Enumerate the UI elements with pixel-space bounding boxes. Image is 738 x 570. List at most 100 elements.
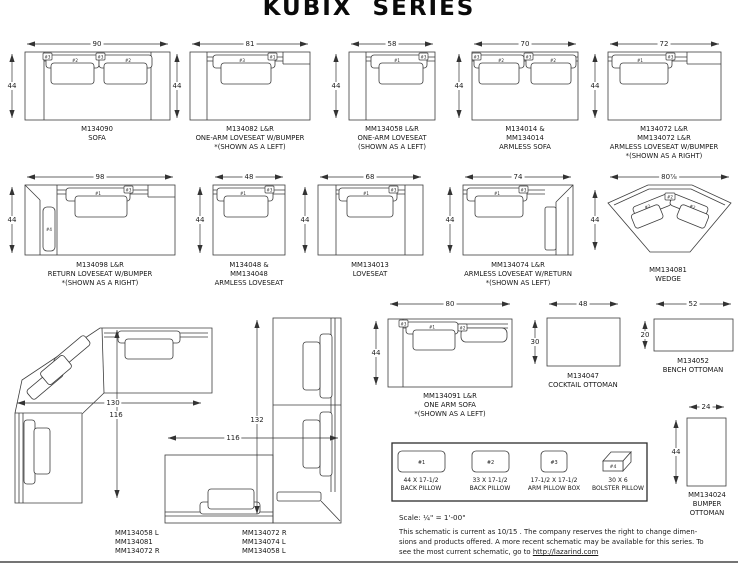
loveseat-68-drawing: #3 #1	[302, 174, 424, 256]
pillow-tag: #1	[270, 55, 276, 60]
legend-tag-4: #4	[610, 464, 617, 470]
sectional-b-width-dim: 116	[224, 434, 242, 442]
legend-name: ARM PILLOW BOX	[527, 485, 581, 492]
bumper-depth-dim: 44	[669, 448, 683, 456]
caption-line: ARMLESS LOVESEAT	[214, 279, 284, 287]
disclaimer-line-3-text: see the most current schematic, go to	[399, 548, 533, 556]
legend-tag-3: #3	[550, 460, 557, 466]
caption-line: MM134074 L&R	[491, 261, 545, 269]
lazarind-link[interactable]: http://lazarind.com	[532, 548, 599, 556]
pillow-tag: #1	[95, 191, 101, 196]
pillow-tag: #2	[498, 58, 504, 63]
cocktail-depth-dim: 30	[528, 338, 542, 346]
pillow-tag: #3	[391, 188, 397, 193]
loveseat-74-width-dim: 74	[511, 173, 525, 181]
bumper-width-dim: 24	[699, 403, 713, 411]
legend-item-2-caption: 33 X 17-1/2 BACK PILLOW	[470, 477, 511, 493]
loveseat-81-width-dim: 81	[243, 40, 257, 48]
loveseat-68-depth-dim: 44	[298, 216, 312, 224]
loveseat-81-caption: M134082 L&R ONE-ARM LOVESEAT W/BUMPER *(…	[196, 125, 305, 152]
sofa-70-caption: M134014 & MM134014 ARMLESS SOFA	[499, 125, 551, 152]
pillow-tag: #1	[429, 325, 435, 330]
loveseat-72-width-dim: 72	[657, 40, 671, 48]
pillow-tag: #1	[494, 191, 500, 196]
pillow-tag: #2	[125, 58, 131, 63]
caption-line: MM134072 L&R	[637, 134, 691, 142]
return-98-depth-dim: 44	[5, 216, 19, 224]
caption-line: ONE ARM SOFA	[424, 401, 476, 409]
loveseat-58-width-dim: 58	[385, 40, 399, 48]
legend-size: 30 X 6	[608, 477, 628, 484]
caption-line: M134052	[677, 357, 709, 365]
wedge-depth-dim: 44	[588, 216, 602, 224]
caption-line: M134047	[567, 372, 599, 380]
pillow-tag: #3	[668, 55, 674, 60]
pillow-tag: #3	[126, 188, 132, 193]
loveseat-58-depth-dim: 44	[329, 82, 343, 90]
one-arm-loveseat-81-drawing: #1 #3	[174, 41, 311, 121]
loveseat-48-depth-dim: 44	[193, 216, 207, 224]
pillow-tag: #4	[46, 227, 52, 232]
caption-line: *(SHOWN AS A RIGHT)	[61, 279, 139, 287]
caption-line: BENCH OTTOMAN	[662, 366, 724, 374]
sofa-70-width-dim: 70	[518, 40, 532, 48]
one-arm-sofa-80-drawing: #3 #2 #1	[373, 301, 513, 388]
caption-line: MM134081	[649, 266, 687, 274]
one-arm-sofa-width-dim: 80	[443, 300, 457, 308]
pillow-tag: #3	[239, 58, 245, 63]
legend-tag-1: #1	[418, 460, 425, 466]
sectional-a-caption: MM134058 L MM134081 MM134072 R	[115, 529, 160, 556]
wedge-width-dim: 80⅞	[659, 173, 679, 181]
caption-line: (SHOWN AS A LEFT)	[357, 143, 426, 151]
loveseat-81-depth-dim: 44	[170, 82, 184, 90]
loveseat-72-caption: M134072 L&R MM134072 L&R ARMLESS LOVESEA…	[610, 125, 719, 161]
pillow-tag: #3	[521, 188, 527, 193]
pillow-tag: #3	[98, 55, 104, 60]
caption-line: M134082 L&R	[226, 125, 274, 133]
sectional-a-width-dim: 130	[104, 399, 122, 407]
loveseat-58-caption: MM134058 L&R ONE-ARM LOVESEAT (SHOWN AS …	[357, 125, 426, 152]
pillow-tag: #1	[363, 191, 369, 196]
bench-width-dim: 52	[686, 300, 700, 308]
caption-line: COCKTAIL OTTOMAN	[548, 381, 618, 389]
legend-item-4-caption: 30 X 6 BOLSTER PILLOW	[592, 477, 644, 493]
sectional-b-drawing	[164, 317, 342, 524]
disclaimer-line-2: sions and products offered. A more recen…	[399, 538, 704, 546]
caption-line: ONE-ARM LOVESEAT W/BUMPER	[195, 134, 305, 142]
armless-loveseat-return-74-drawing: #3 #1	[447, 174, 574, 256]
pillow-tag: #3	[267, 188, 273, 193]
legend-size: 33 X 17-1/2	[472, 477, 508, 484]
caption-line: *(SHOWN AS LEFT)	[485, 279, 551, 287]
sofa-90-width-dim: 90	[90, 40, 104, 48]
return-98-caption: M134098 L&R RETURN LOVESEAT W/BUMPER *(S…	[48, 261, 153, 288]
page-title: KUBIX SERIES	[262, 0, 476, 21]
caption-line: ARMLESS LOVESEAT W/RETURN	[464, 270, 572, 278]
pillow-tag: #3	[526, 55, 532, 60]
wedge-drawing: #2 #2 #2	[592, 174, 732, 253]
pillow-tag: #3	[401, 322, 407, 327]
scale-note: Scale: ¼" = 1'-00"	[399, 513, 466, 522]
sectional-a-drawing	[14, 327, 213, 504]
caption-line: MM134013	[351, 261, 389, 269]
caption-line: *(SHOWN AS A LEFT)	[214, 143, 286, 151]
pillow-tag: #1	[394, 58, 400, 63]
armless-loveseat-48-drawing: #3 #1	[197, 174, 286, 256]
caption-line: MM134048	[230, 270, 268, 278]
pillow-tag: #2	[550, 58, 556, 63]
sofa-90-caption: M134090 SOFA	[81, 125, 113, 143]
loveseat-48-caption: M134048 & MM134048 ARMLESS LOVESEAT	[215, 261, 284, 288]
loveseat-72-depth-dim: 44	[588, 82, 602, 90]
caption-line: MM134024	[688, 491, 726, 499]
cocktail-ottoman-drawing	[532, 301, 621, 367]
legend-size: 17-1/2 X 17-1/2	[530, 477, 578, 484]
caption-line: MM134058 L	[115, 529, 159, 537]
pillow-tag: #2	[72, 58, 78, 63]
sofa-90-drawing: #3 #3 #2 #2	[9, 41, 171, 121]
one-arm-loveseat-58-drawing: #3 #1	[333, 41, 436, 121]
loveseat-74-depth-dim: 44	[443, 216, 457, 224]
legend-name: BACK PILLOW	[400, 485, 442, 492]
pillow-tag: #1	[637, 58, 643, 63]
sofa-70-depth-dim: 44	[452, 82, 466, 90]
